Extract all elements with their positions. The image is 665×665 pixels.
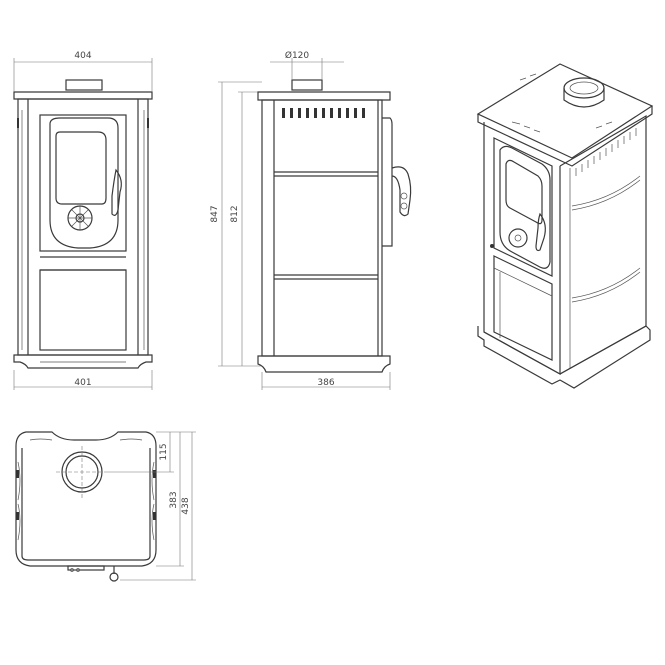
front-view: [13, 79, 153, 369]
plan-door-edge: [67, 565, 105, 571]
iso-log-store: [493, 255, 553, 361]
front-door-handle: [111, 168, 122, 216]
front-bottom-width-label: 401: [74, 378, 91, 388]
side-vent-slots: [282, 108, 365, 118]
iso-vent-slots: [575, 128, 637, 176]
front-base: [13, 354, 153, 369]
front-door-glass: [55, 131, 107, 205]
side-door-profile: [382, 117, 393, 247]
front-door-frame: [39, 114, 127, 252]
front-top-plate: [13, 91, 153, 100]
iso-base: [477, 325, 651, 389]
plan-depth-body-label: 383: [169, 491, 179, 508]
iso-top-edge: [477, 106, 653, 167]
iso-door-glass: [505, 159, 543, 225]
side-view: [257, 79, 412, 373]
side-flue-collar: [291, 79, 323, 91]
front-dimensions: 404 401: [13, 51, 153, 390]
height-dimensions: 847 812: [210, 81, 262, 367]
front-log-store: [39, 269, 127, 351]
plan-handle-knob: [109, 572, 119, 582]
front-top-width-label: 404: [74, 51, 91, 61]
side-door-handle: [391, 166, 412, 217]
plan-view: [15, 431, 157, 582]
front-door: [49, 117, 119, 249]
side-depth-label: 386: [317, 378, 334, 388]
side-base: [257, 355, 391, 373]
total-height-label: 847: [210, 205, 220, 222]
body-height-label: 812: [230, 205, 240, 222]
iso-door: [499, 145, 551, 269]
iso-door-handle: [535, 212, 546, 252]
side-body: [261, 99, 383, 357]
iso-right-face: [559, 114, 647, 375]
iso-air-control-wheel: [508, 228, 528, 248]
flue-diameter-label: Ø120: [285, 50, 310, 61]
front-body: [17, 98, 149, 356]
plan-outline: [15, 431, 157, 567]
side-dimensions: Ø120 386: [261, 50, 391, 390]
isometric-view: [476, 63, 654, 389]
plan-depth-total-label: 438: [181, 497, 191, 514]
plan-dimensions: 115 383 438: [108, 431, 196, 581]
iso-top: [476, 63, 654, 159]
iso-front-face: [483, 122, 561, 376]
plan-flue-offset-label: 115: [159, 443, 169, 460]
iso-door-frame: [493, 137, 553, 277]
front-flue-collar: [65, 79, 103, 91]
plan-inner: [21, 448, 151, 561]
side-top-plate: [257, 91, 391, 101]
